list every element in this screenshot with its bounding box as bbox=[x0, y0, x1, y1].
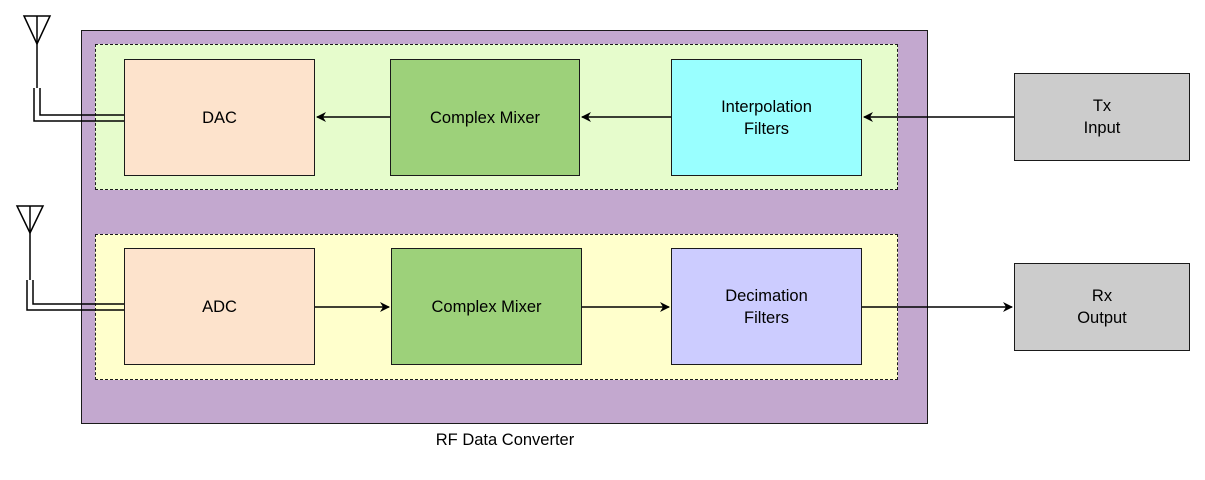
dac-block: DAC bbox=[124, 59, 315, 176]
rf-data-converter-caption: RF Data Converter bbox=[435, 431, 575, 449]
rx-complex-mixer-block: Complex Mixer bbox=[391, 248, 582, 365]
rx-antenna-icon bbox=[15, 205, 45, 280]
decimation-filters-block: Decimation Filters bbox=[671, 248, 862, 365]
tx-antenna-icon bbox=[22, 15, 52, 88]
tx-input-block: Tx Input bbox=[1014, 73, 1190, 161]
adc-block: ADC bbox=[124, 248, 315, 365]
tx-complex-mixer-block: Complex Mixer bbox=[390, 59, 580, 176]
interpolation-filters-block: Interpolation Filters bbox=[671, 59, 862, 176]
rx-output-block: Rx Output bbox=[1014, 263, 1190, 351]
